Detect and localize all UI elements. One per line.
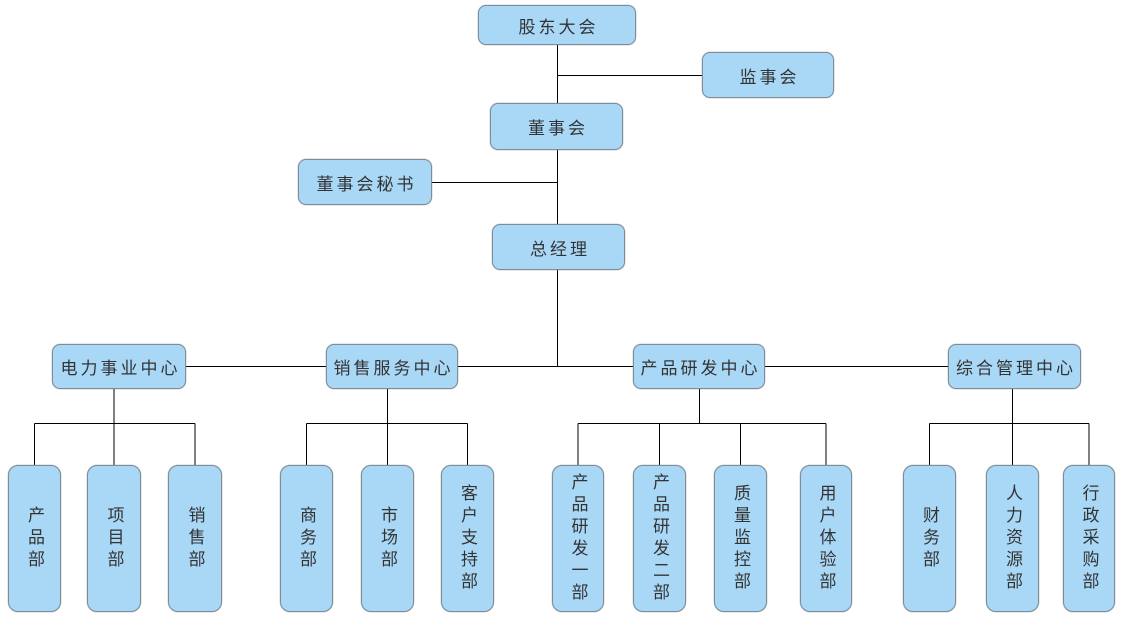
org-node-general-manager: 总经理 [492,224,625,270]
node-label: 客户支持部 [458,483,477,594]
connector-group-sales [306,389,468,465]
node-label: 综合管理中心 [956,359,1076,378]
org-node-finance-dept: 财务部 [903,465,956,612]
node-label: 董事会 [528,119,588,138]
node-label: 商务部 [297,505,316,572]
node-label: 财务部 [920,505,939,572]
org-node-admin-procurement-dept: 行政采购部 [1063,465,1115,612]
node-label: 行政采购部 [1079,483,1099,594]
node-label: 产品研发一部 [568,472,588,605]
org-node-board-secretary: 董事会秘书 [298,159,432,205]
node-label: 销售服务中心 [333,359,454,378]
org-node-general-management-center: 综合管理中心 [948,344,1081,389]
node-label: 董事会秘书 [316,174,417,194]
node-label: 监事会 [739,67,800,87]
node-label: 电力事业中心 [60,359,181,378]
node-label: 股东大会 [518,17,599,37]
org-node-sales-dept: 销售部 [168,465,222,612]
org-node-user-experience-dept: 用户体验部 [800,465,852,612]
org-node-business-dept: 商务部 [280,465,333,612]
org-node-board-of-directors: 董事会 [490,103,623,150]
node-label: 市场部 [378,505,397,572]
org-node-project-dept: 项目部 [87,465,141,612]
node-label: 产品研发二部 [650,472,669,605]
org-node-power-business-center: 电力事业中心 [52,344,186,389]
node-label: 总经理 [530,239,590,259]
org-node-marketing-dept: 市场部 [361,465,414,612]
org-node-quality-control-dept: 质量监控部 [714,465,767,612]
node-label: 项目部 [104,505,124,572]
connector-group-power [34,389,196,465]
node-label: 产品部 [25,505,44,572]
connector-group-rd [577,389,827,465]
org-node-shareholders-meeting: 股东大会 [478,5,636,45]
org-node-supervisory-board: 监事会 [702,52,834,98]
connector-group-admin [929,389,1090,465]
org-node-sales-service-center: 销售服务中心 [326,344,458,389]
org-node-product-dept: 产品部 [8,465,61,612]
node-label: 人力资源部 [1003,483,1022,594]
org-node-rd-dept-2: 产品研发二部 [633,465,686,612]
org-node-product-rd-center: 产品研发中心 [633,344,765,389]
org-node-rd-dept-1: 产品研发一部 [552,465,604,612]
node-label: 销售部 [185,505,205,572]
org-node-hr-dept: 人力资源部 [986,465,1039,612]
org-node-customer-support-dept: 客户支持部 [441,465,494,612]
node-label: 用户体验部 [816,483,836,594]
node-label: 产品研发中心 [640,359,761,378]
connector-top-chain [119,45,1014,367]
node-label: 质量监控部 [731,483,750,594]
